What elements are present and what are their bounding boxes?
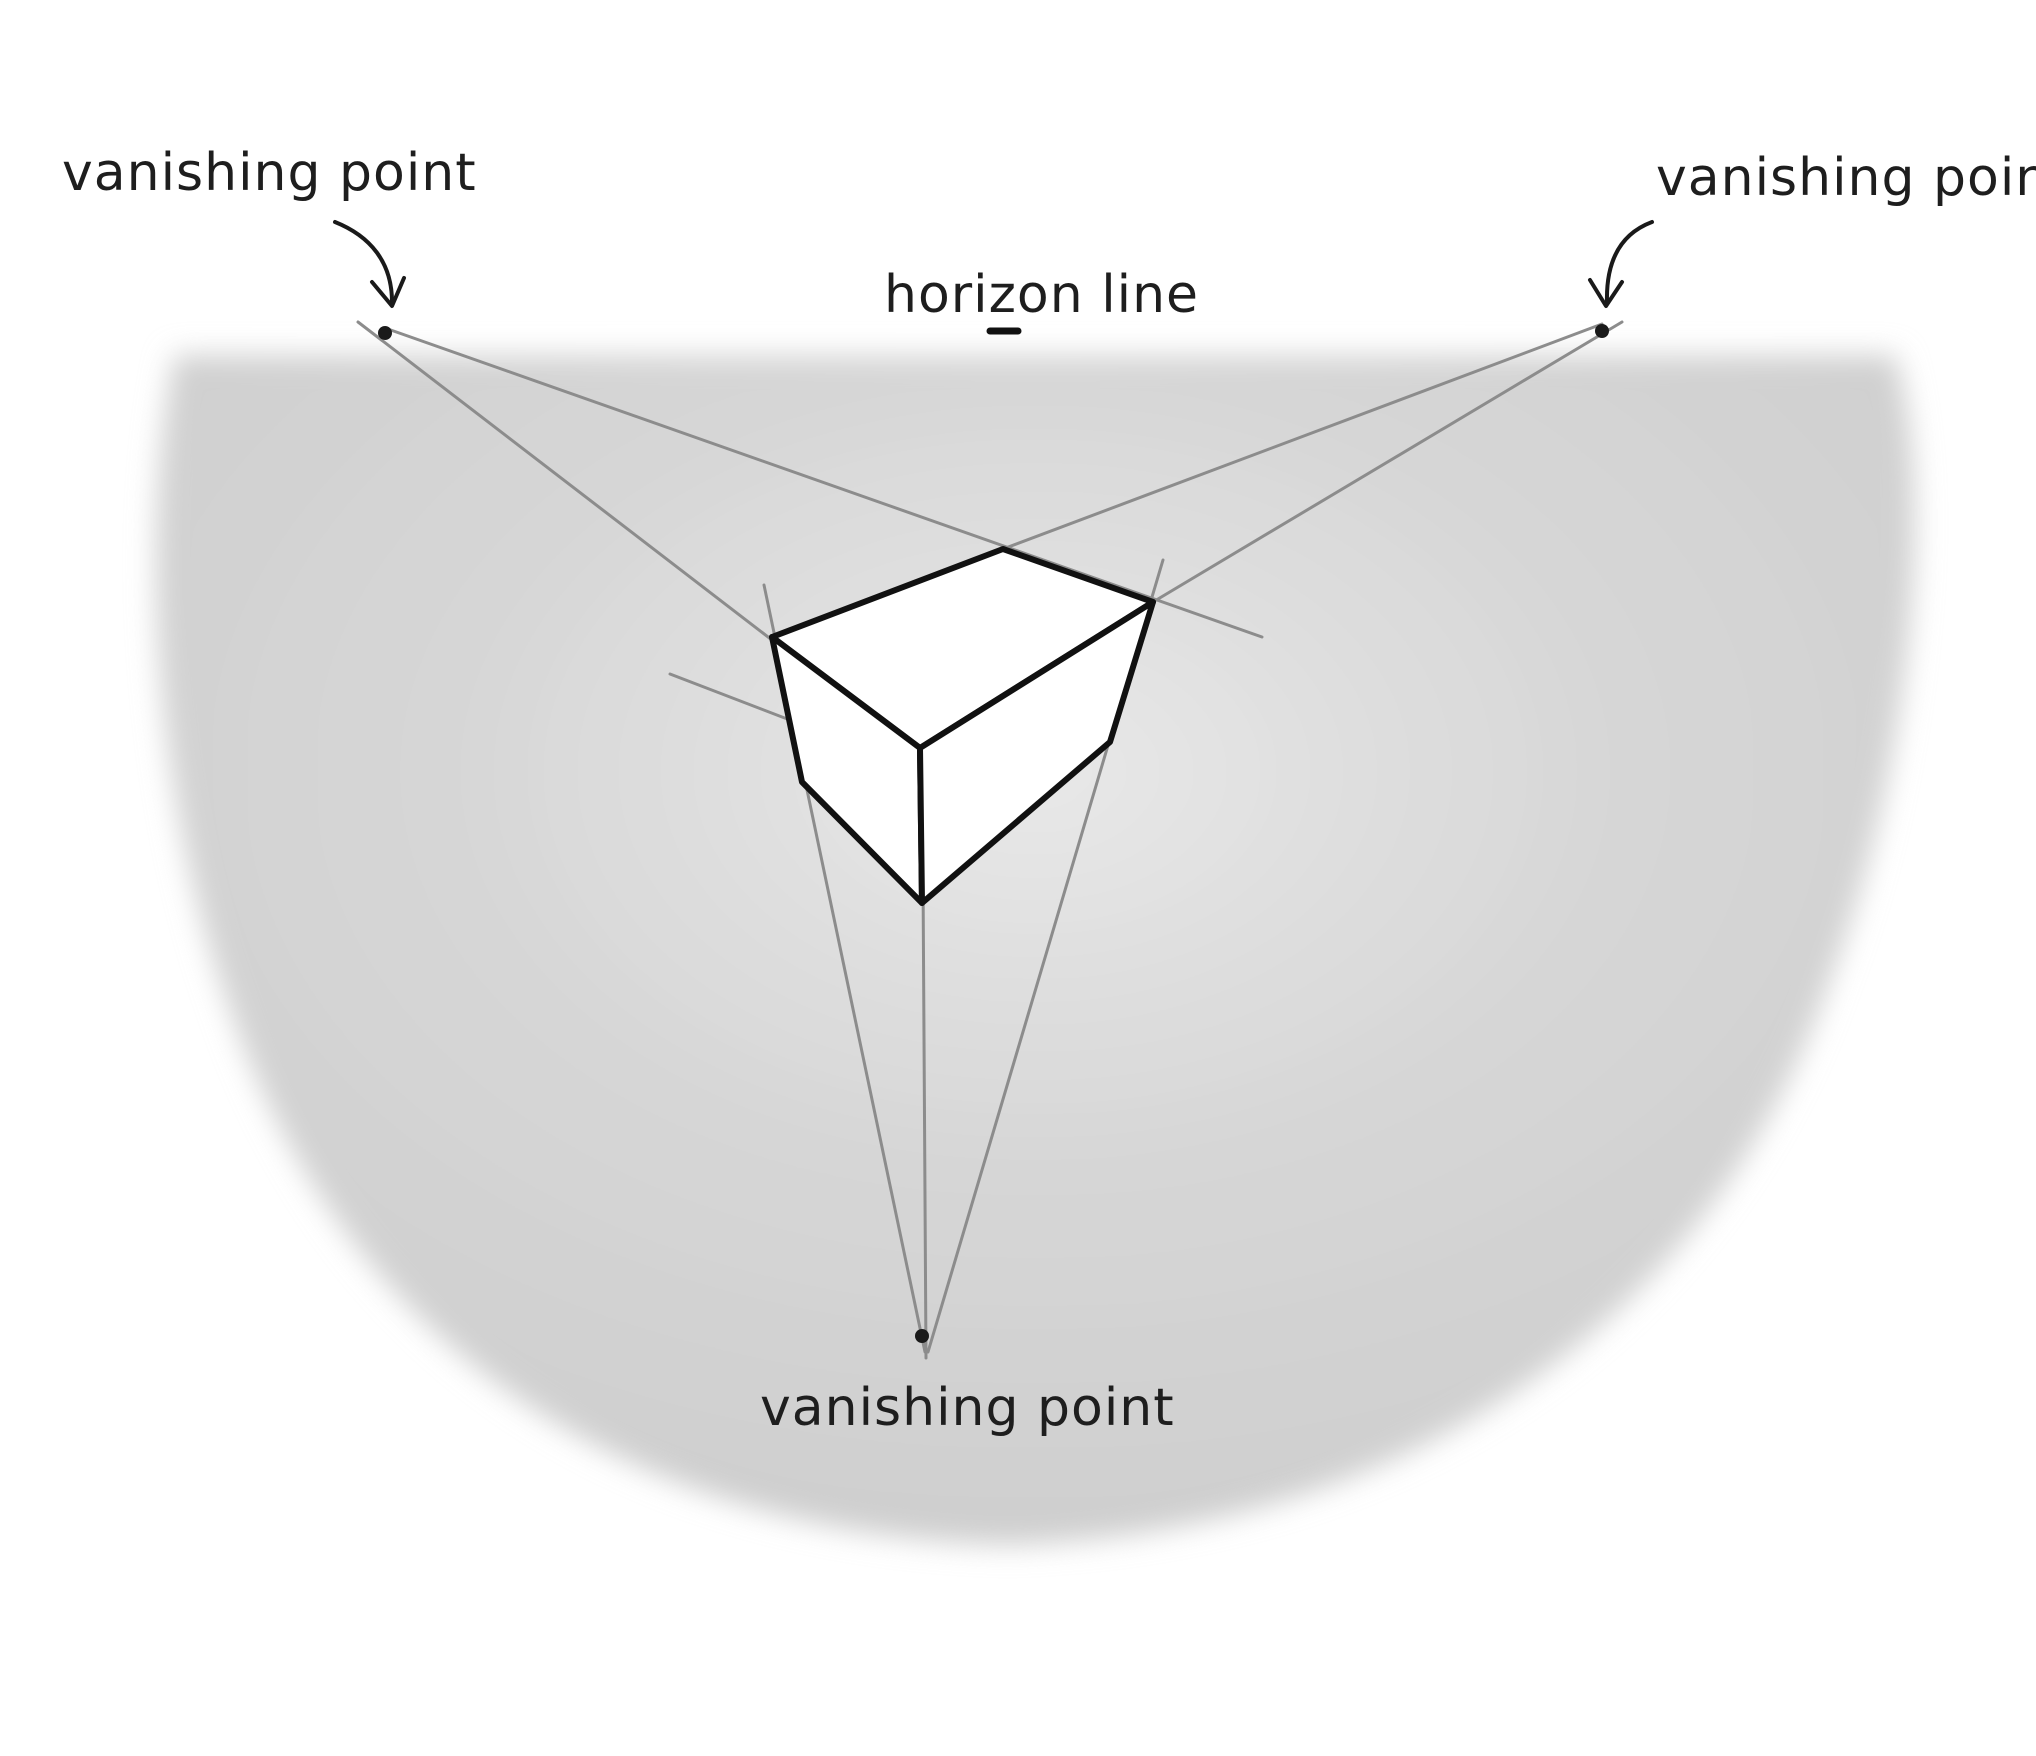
arrow-right-head-icon <box>1588 278 1624 308</box>
arrow-left-icon <box>333 220 394 304</box>
box-right-face <box>917 599 1156 906</box>
vanishing-point-left-label: vanishing point <box>62 143 477 203</box>
construction-line <box>383 326 1264 639</box>
perspective-box <box>769 546 1156 906</box>
arrow-left-head-icon <box>370 276 406 308</box>
vanishing-point-right-label: vanishing point <box>1656 148 2036 208</box>
construction-line <box>1151 320 1624 604</box>
vanishing-point-bottom-dot <box>915 1329 929 1343</box>
vanishing-point-left-dot <box>378 326 392 340</box>
construction-line <box>356 320 774 642</box>
background-shadow-shape <box>155 355 1915 1545</box>
arrow-right-icon <box>1604 220 1654 304</box>
arrows <box>333 220 1654 308</box>
horizon-line-label: horizon line <box>884 265 1199 325</box>
vanishing-point-right-dot <box>1595 324 1609 338</box>
vanishing-point-bottom-label: vanishing point <box>760 1378 1175 1438</box>
construction-line <box>1001 322 1604 551</box>
